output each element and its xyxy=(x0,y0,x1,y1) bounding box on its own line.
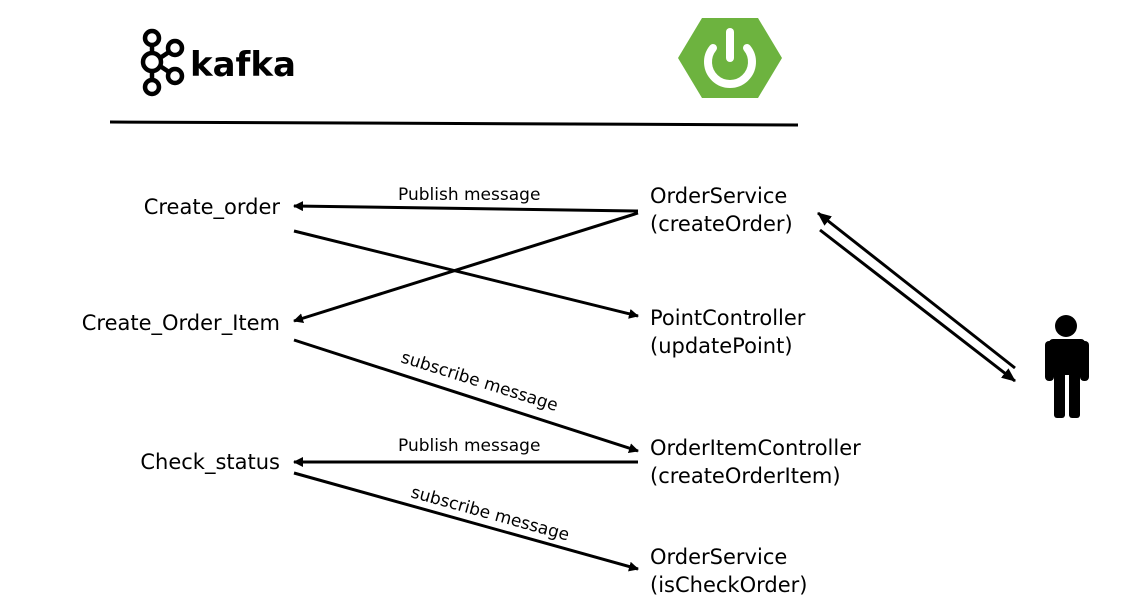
service-name: OrderService xyxy=(650,545,788,569)
topic-create-order: Create_order xyxy=(143,195,280,219)
service-order-service-create: OrderService (createOrder) xyxy=(650,182,793,238)
header-divider xyxy=(109,120,799,127)
spring-power-logo xyxy=(678,18,782,98)
service-name: OrderService xyxy=(650,184,788,208)
edge-subscribe-check-order xyxy=(293,471,639,572)
kafka-logo-text: kafka xyxy=(190,45,296,85)
topic-check-status: Check_status xyxy=(140,450,280,474)
service-method: (createOrder) xyxy=(650,212,793,236)
service-method: (isCheckOrder) xyxy=(650,573,808,597)
edge-actor-to-service xyxy=(817,211,1016,370)
service-name: OrderItemController xyxy=(650,436,861,460)
edge-service-to-actor xyxy=(819,228,1016,383)
edge-publish-create-order xyxy=(293,201,639,213)
service-method: (createOrderItem) xyxy=(650,464,841,488)
topic-create-order-item: Create_Order_Item xyxy=(81,311,280,335)
service-order-item-controller: OrderItemController (createOrderItem) xyxy=(650,434,861,490)
service-order-service-check: OrderService (isCheckOrder) xyxy=(650,543,807,599)
kafka-logo-icon xyxy=(140,28,185,97)
edge-label-subscribe-2: subscribe message xyxy=(409,483,572,546)
edge-subscribe-point-controller xyxy=(293,229,639,319)
person-icon xyxy=(1045,315,1089,418)
edge-label-publish-2: Publish message xyxy=(398,436,540,456)
service-method: (updatePoint) xyxy=(650,334,793,358)
edge-subscribe-order-item-controller xyxy=(293,338,639,453)
edge-publish-create-order-item xyxy=(293,211,639,324)
edge-label-publish-1: Publish message xyxy=(398,185,540,205)
service-point-controller: PointController (updatePoint) xyxy=(650,304,805,360)
service-name: PointController xyxy=(650,306,806,330)
